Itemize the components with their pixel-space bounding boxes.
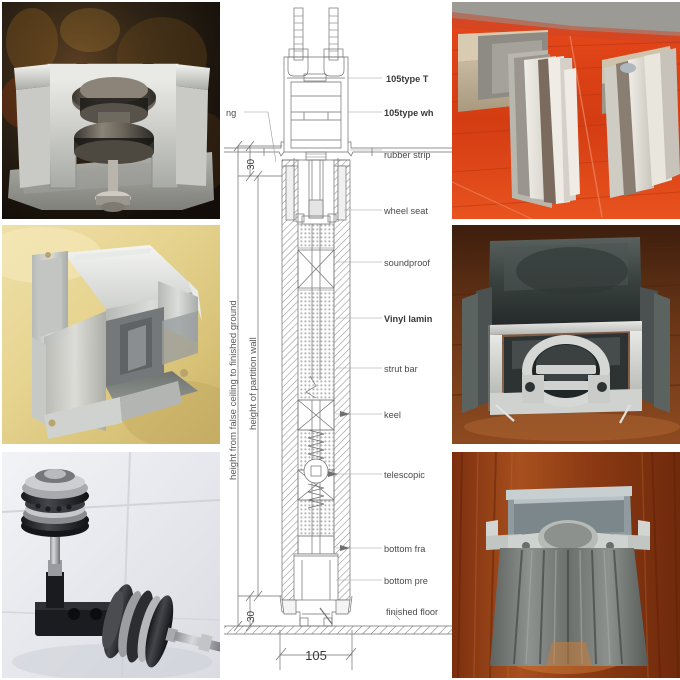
photo-profile-front-view-image [452,452,680,678]
callout-telescopic: telescopic [384,470,425,480]
dim-height-partition-wall-label: height of partition wall [248,337,259,430]
photo-aluminium-profile-on-wood[interactable] [2,225,220,444]
right-photo-column [452,0,680,680]
callout-105type-track: 105type T [386,74,429,84]
dim-bottom-30-label: 30 [246,610,257,622]
callout-keel: keel [384,410,401,420]
partition-wall-cross-section: 105type T 105type wh rubber strip wheel … [224,0,452,680]
callout-vinyl-laminate: Vinyl lamin [384,314,433,324]
dim-height-false-ceiling-label: height from false ceiling to finished gr… [228,300,239,480]
callout-bottom-frame: bottom fra [384,544,426,554]
dim-top-30-label: 30 [246,158,257,170]
left-photo-column [0,0,220,680]
callout-rubber-strip: rubber strip [384,150,430,160]
photo-dark-profile-on-table-image [452,225,680,444]
photo-dark-profile-on-table[interactable] [452,225,680,444]
callout-105type-wheel: 105type wh [384,108,434,118]
callout-soundproof: soundproof [384,258,430,268]
photo-track-with-rollers-image [2,2,220,219]
photo-aluminium-profile-on-wood-image [2,225,220,444]
photo-roller-hardware-pair[interactable] [2,452,220,678]
photo-panel-edges-on-red-floor-image [452,2,680,219]
photo-track-with-rollers[interactable] [2,2,220,219]
callout-finished-floor: finished floor [386,607,438,617]
photo-profile-front-view[interactable] [452,452,680,678]
callout-bottom-pre: bottom pre [384,576,428,586]
photo-panel-edges-on-red-floor[interactable] [452,2,680,219]
photo-roller-hardware-pair-image [2,452,220,678]
callout-wheel-seat: wheel seat [383,206,428,216]
callout-ceiling-fragment: ng [226,108,236,118]
callout-strut-bar: strut bar [384,364,418,374]
dim-width-105-label: 105 [305,648,327,663]
cross-section-drawing: 105type T 105type wh rubber strip wheel … [224,0,452,680]
